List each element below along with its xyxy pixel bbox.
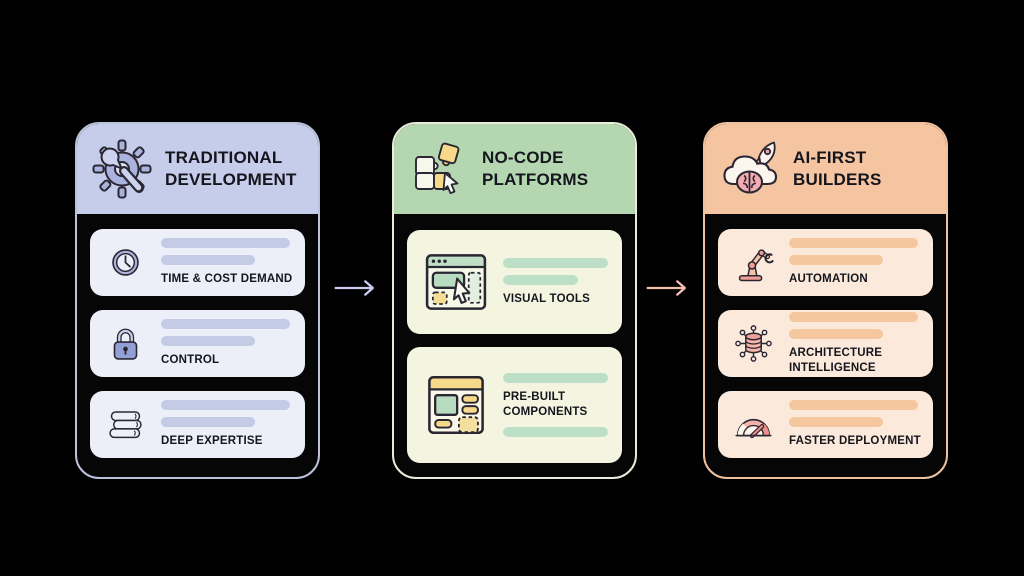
row-content: FASTER DEPLOYMENT (789, 400, 921, 449)
feature-label: AUTOMATION (789, 273, 868, 286)
column-traditional-development: TRADITIONAL DEVELOPMENT TIME & COST DEMA… (75, 122, 320, 479)
placeholder-bar (789, 400, 918, 411)
column-title-line-1: TRADITIONAL (165, 148, 283, 168)
feature-row-visual-tools: VISUAL TOOLS (407, 230, 622, 334)
placeholder-bar (161, 255, 255, 266)
feature-label: FASTER DEPLOYMENT (789, 435, 921, 448)
placeholder-bar (503, 426, 608, 437)
column-title-line-2: DEVELOPMENT (165, 170, 297, 189)
flow-arrow (333, 277, 379, 299)
column-body: TIME & COST DEMAND CONTROL DEEP EXPERTIS… (77, 214, 318, 458)
feature-label: CONTROL (161, 354, 220, 367)
column-title-line-1: NO-CODE (482, 148, 564, 168)
placeholder-bar (161, 336, 255, 347)
feature-row-time-cost-demand: TIME & COST DEMAND (90, 229, 305, 296)
row-content: VISUAL TOOLS (503, 257, 608, 307)
placeholder-bar (789, 417, 883, 428)
puzzle-cursor-icon (407, 137, 471, 201)
column-body: AUTOMATION ARCHITECTURE INTELLIGENCE FAS… (705, 214, 946, 458)
gear-wrench-icon (90, 137, 154, 201)
database-network-icon (730, 320, 777, 367)
placeholder-bar (161, 319, 290, 330)
row-content: CONTROL (161, 319, 290, 368)
placeholder-bar (789, 328, 883, 339)
column-title-line-2: PLATFORMS (482, 170, 589, 189)
placeholder-bar (789, 255, 883, 266)
feature-row-automation: AUTOMATION (718, 229, 933, 296)
right-arrow-icon (333, 277, 379, 299)
wireframe-layout-icon (419, 368, 493, 442)
feature-label: DEEP EXPERTISE (161, 435, 263, 448)
placeholder-bar (503, 274, 578, 285)
feature-label: TIME & COST DEMAND (161, 273, 293, 286)
column-header: TRADITIONAL DEVELOPMENT (77, 124, 318, 214)
column-header: AI-FIRST BUILDERS (705, 124, 946, 214)
placeholder-bar (503, 257, 608, 268)
window-cursor-icon (419, 245, 493, 319)
row-content: PRE-BUILT COMPONENTS (503, 373, 608, 437)
column-body: VISUAL TOOLS PRE-BUILT COMPONENTS (394, 214, 635, 463)
column-no-code-platforms: NO-CODE PLATFORMS VISUAL TOOLS PRE-BUILT… (392, 122, 637, 479)
feature-row-control: CONTROL (90, 310, 305, 377)
feature-row-faster-deployment: FASTER DEPLOYMENT (718, 391, 933, 458)
books-icon (102, 401, 149, 448)
column-header: NO-CODE PLATFORMS (394, 124, 635, 214)
placeholder-bar (161, 417, 255, 428)
column-title-line-2: BUILDERS (793, 170, 882, 189)
feature-row-deep-expertise: DEEP EXPERTISE (90, 391, 305, 458)
placeholder-bar (161, 238, 290, 249)
row-content: DEEP EXPERTISE (161, 400, 290, 449)
column-title: NO-CODE PLATFORMS (482, 147, 588, 191)
placeholder-bar (503, 373, 608, 384)
column-title: AI-FIRST BUILDERS (793, 147, 882, 191)
column-title: TRADITIONAL DEVELOPMENT (165, 147, 297, 191)
feature-row-architecture-intelligence: ARCHITECTURE INTELLIGENCE (718, 310, 933, 377)
clock-icon (102, 239, 149, 286)
row-content: ARCHITECTURE INTELLIGENCE (789, 311, 918, 376)
feature-label: ARCHITECTURE INTELLIGENCE (789, 346, 883, 374)
feature-label: PRE-BUILT COMPONENTS (503, 391, 588, 418)
placeholder-bar (789, 238, 918, 249)
lock-icon (102, 320, 149, 367)
row-content: AUTOMATION (789, 238, 918, 287)
placeholder-bar (789, 311, 918, 322)
row-content: TIME & COST DEMAND (161, 238, 292, 287)
column-ai-first-builders: AI-FIRST BUILDERS AUTOMATION ARCHITECTUR… (703, 122, 948, 479)
feature-row-pre-built-components: PRE-BUILT COMPONENTS (407, 347, 622, 463)
right-arrow-icon (645, 277, 691, 299)
placeholder-bar (161, 400, 290, 411)
column-title-line-1: AI-FIRST (793, 148, 867, 168)
speedometer-icon (730, 401, 777, 448)
robot-arm-icon (730, 239, 777, 286)
cloud-brain-rocket-icon (718, 137, 782, 201)
feature-label: VISUAL TOOLS (503, 292, 590, 305)
flow-arrow (645, 277, 691, 299)
